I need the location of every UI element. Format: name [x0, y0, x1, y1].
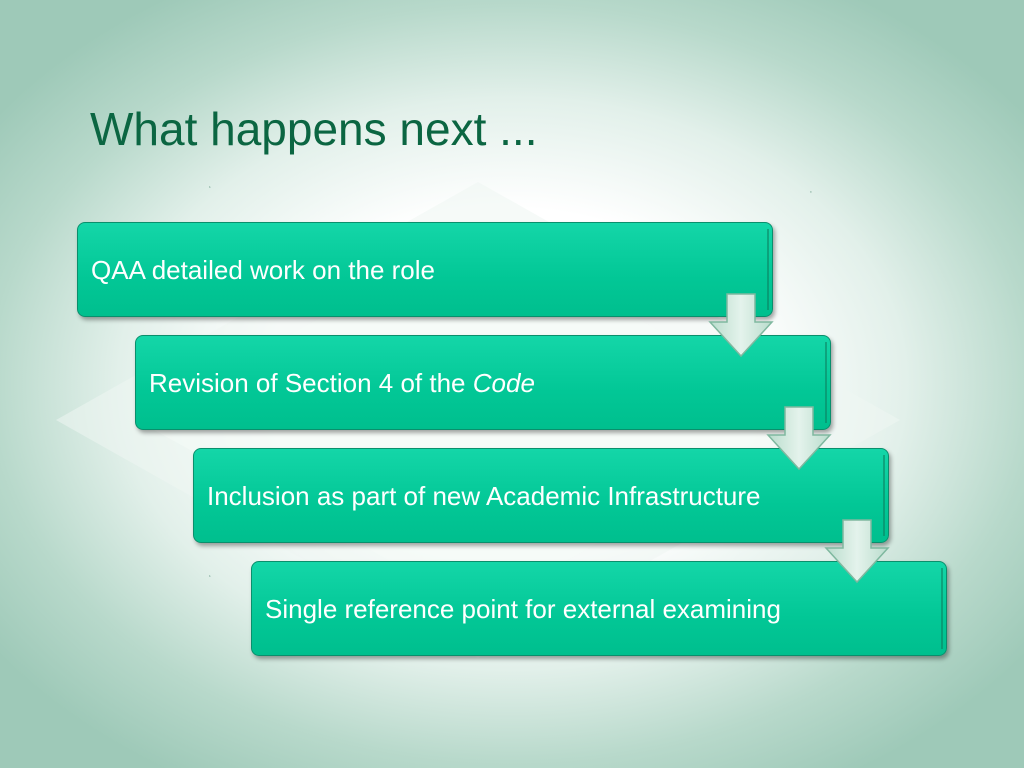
- process-step-1: QAA detailed work on the role: [77, 222, 773, 317]
- corner-mark-bottom-left: ‘: [209, 574, 211, 583]
- process-step-3: Inclusion as part of new Academic Infras…: [193, 448, 889, 543]
- process-step-2-emphasis: Code: [472, 367, 535, 398]
- down-arrow-icon: [708, 293, 774, 358]
- process-step-4: Single reference point for external exam…: [251, 561, 947, 656]
- process-step-2: Revision of Section 4 of the Code: [135, 335, 831, 430]
- process-step-1-text: QAA detailed work on the role: [91, 254, 748, 286]
- corner-mark-top-right: ‚: [810, 185, 812, 194]
- down-arrow-icon: [766, 406, 832, 471]
- corner-mark-top-left: ‘: [209, 185, 211, 194]
- process-step-3-text: Inclusion as part of new Academic Infras…: [207, 480, 864, 512]
- down-arrow-icon: [824, 519, 890, 584]
- process-step-2-text: Revision of Section 4 of the Code: [149, 367, 806, 399]
- process-step-3-label: Inclusion as part of new Academic Infras…: [207, 480, 761, 511]
- slide-title: What happens next ...: [90, 103, 538, 155]
- process-step-2-label: Revision of Section 4 of the: [149, 367, 473, 398]
- process-step-4-text: Single reference point for external exam…: [265, 593, 922, 625]
- process-step-1-label: QAA detailed work on the role: [91, 254, 435, 285]
- process-step-4-label: Single reference point for external exam…: [265, 593, 781, 624]
